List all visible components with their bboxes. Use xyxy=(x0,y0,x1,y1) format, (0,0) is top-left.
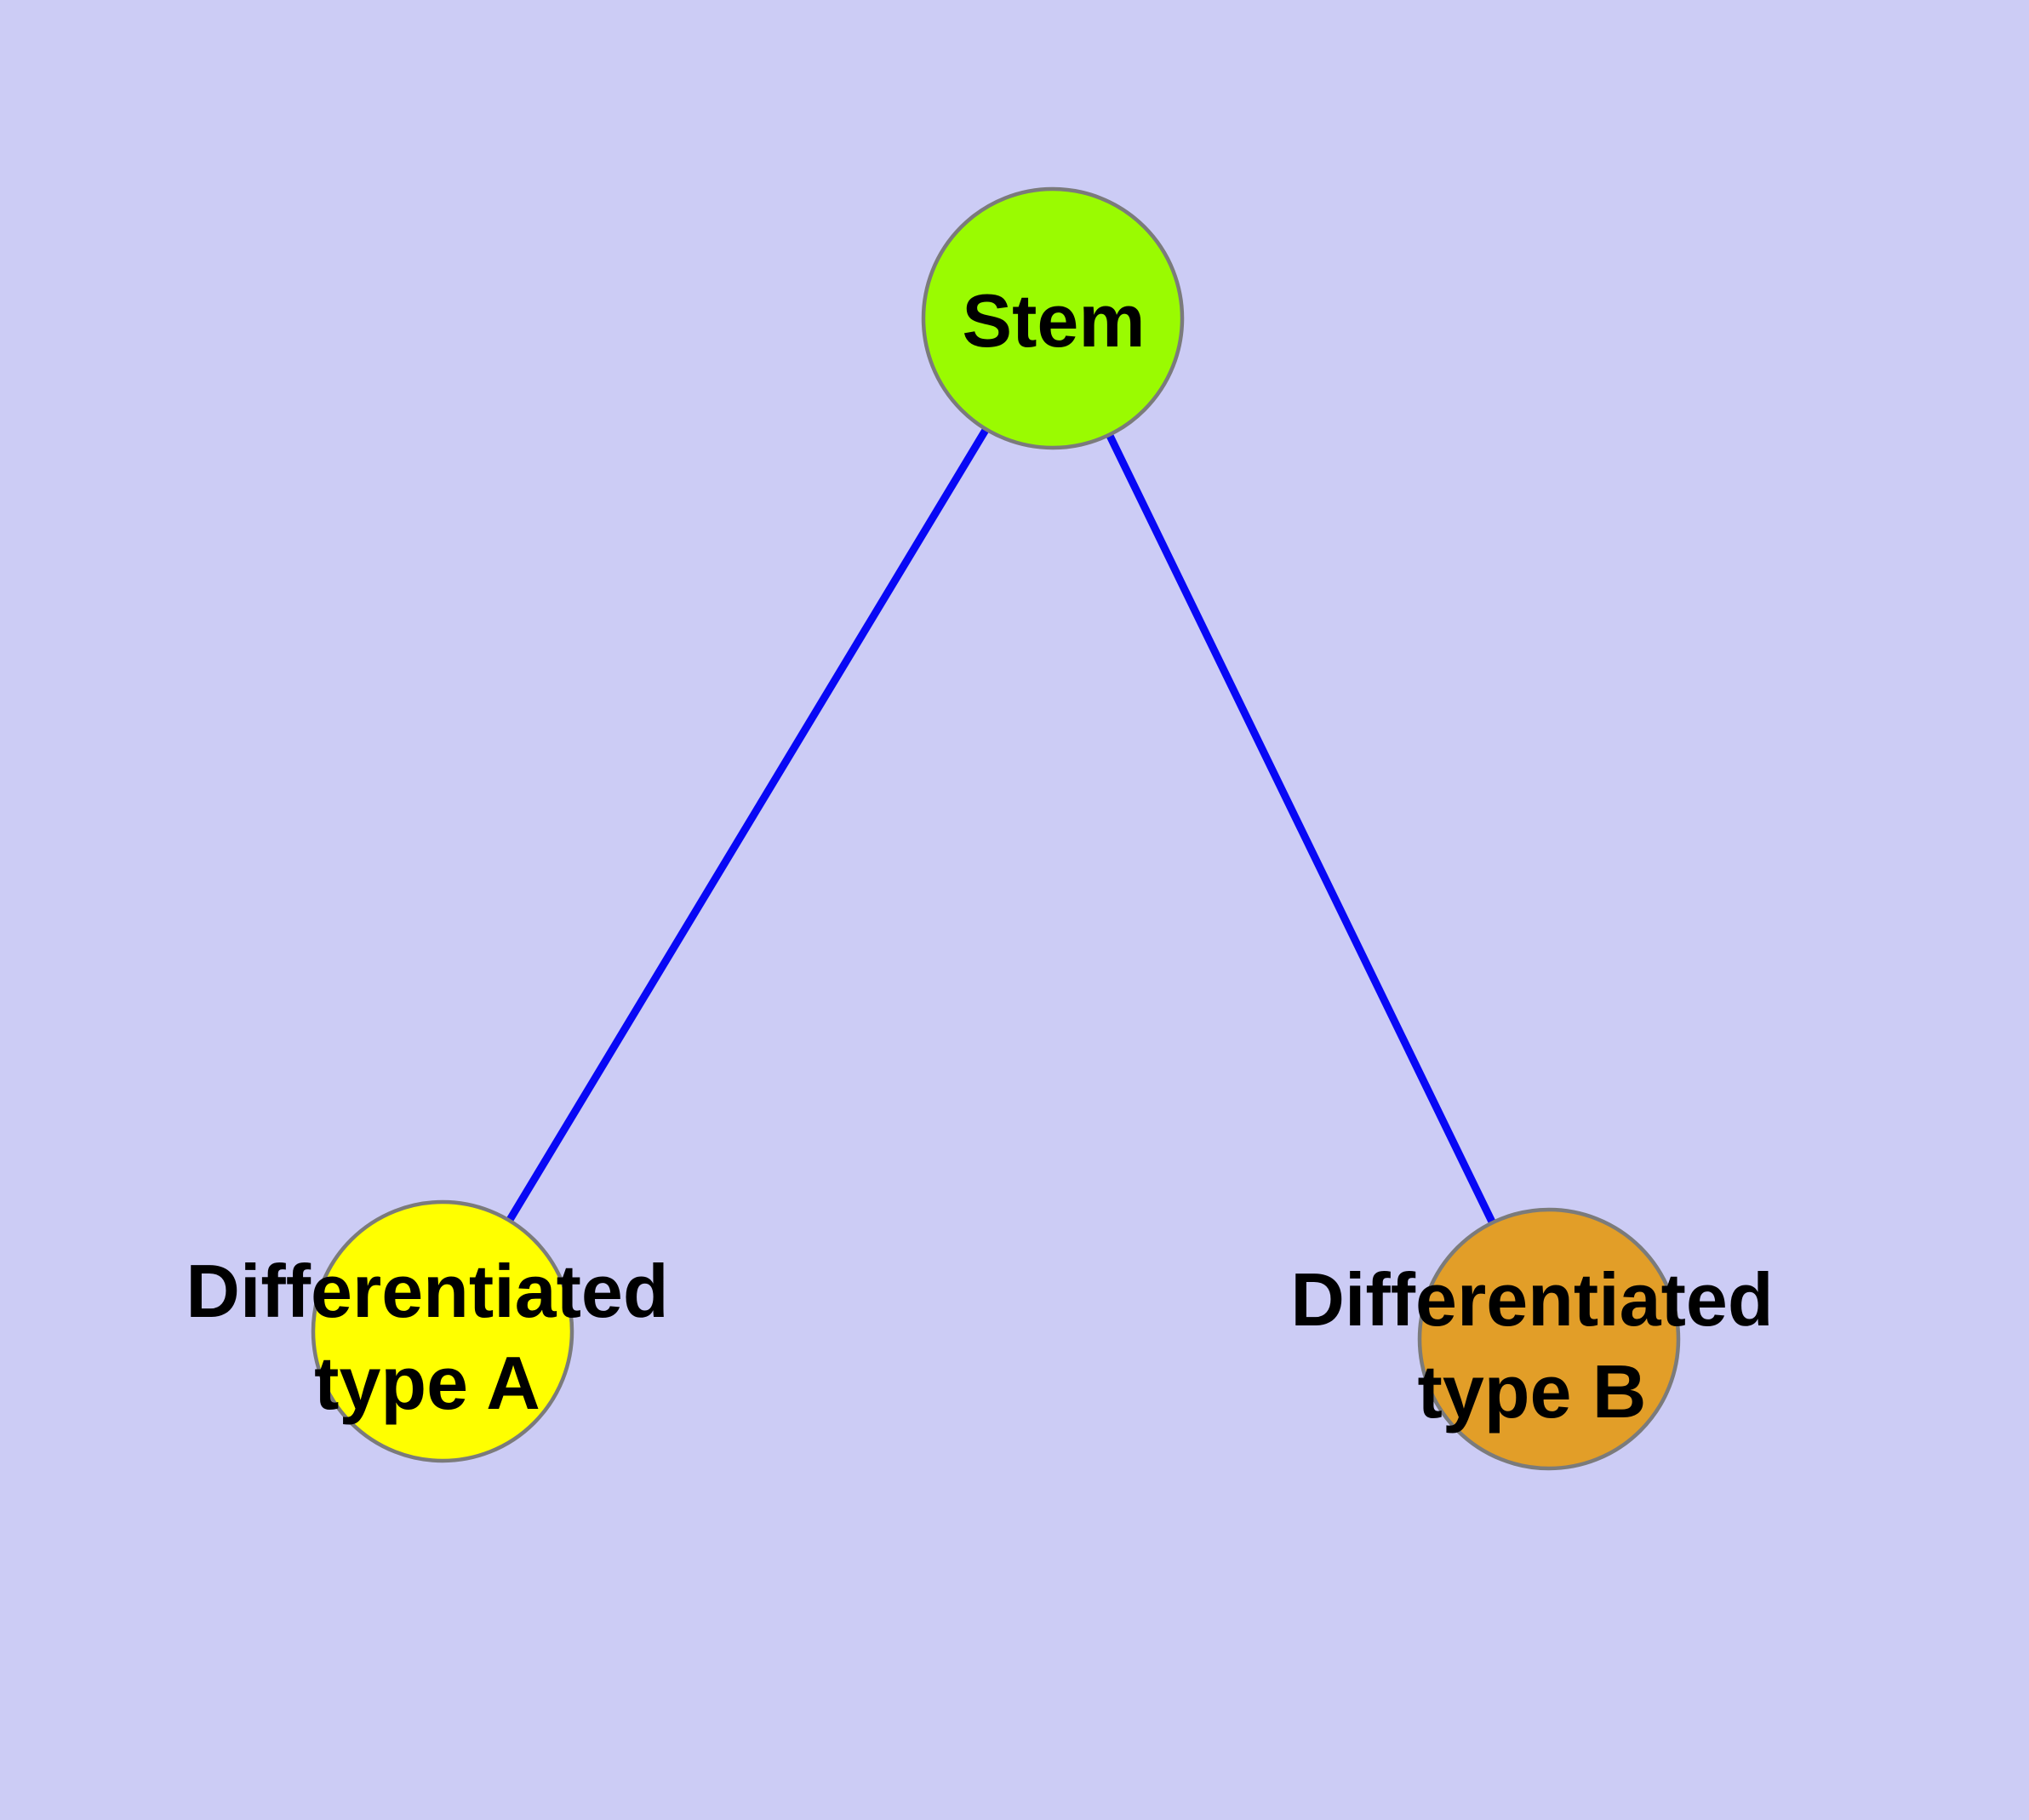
node-type-a-label-line2: type A xyxy=(314,1341,540,1425)
node-type-a xyxy=(311,1199,574,1463)
node-stem xyxy=(921,186,1185,450)
node-type-a-label-line1: Differentiated xyxy=(186,1249,668,1333)
node-type-b xyxy=(1417,1207,1681,1471)
edge-stem-to-type-b xyxy=(1049,317,1553,1341)
edge-stem-to-type-a xyxy=(439,316,1056,1334)
node-stem-label: Stem xyxy=(962,278,1145,363)
node-type-b-label-line2: type B xyxy=(1418,1349,1647,1434)
node-type-b-label-line1: Differentiated xyxy=(1290,1257,1773,1342)
